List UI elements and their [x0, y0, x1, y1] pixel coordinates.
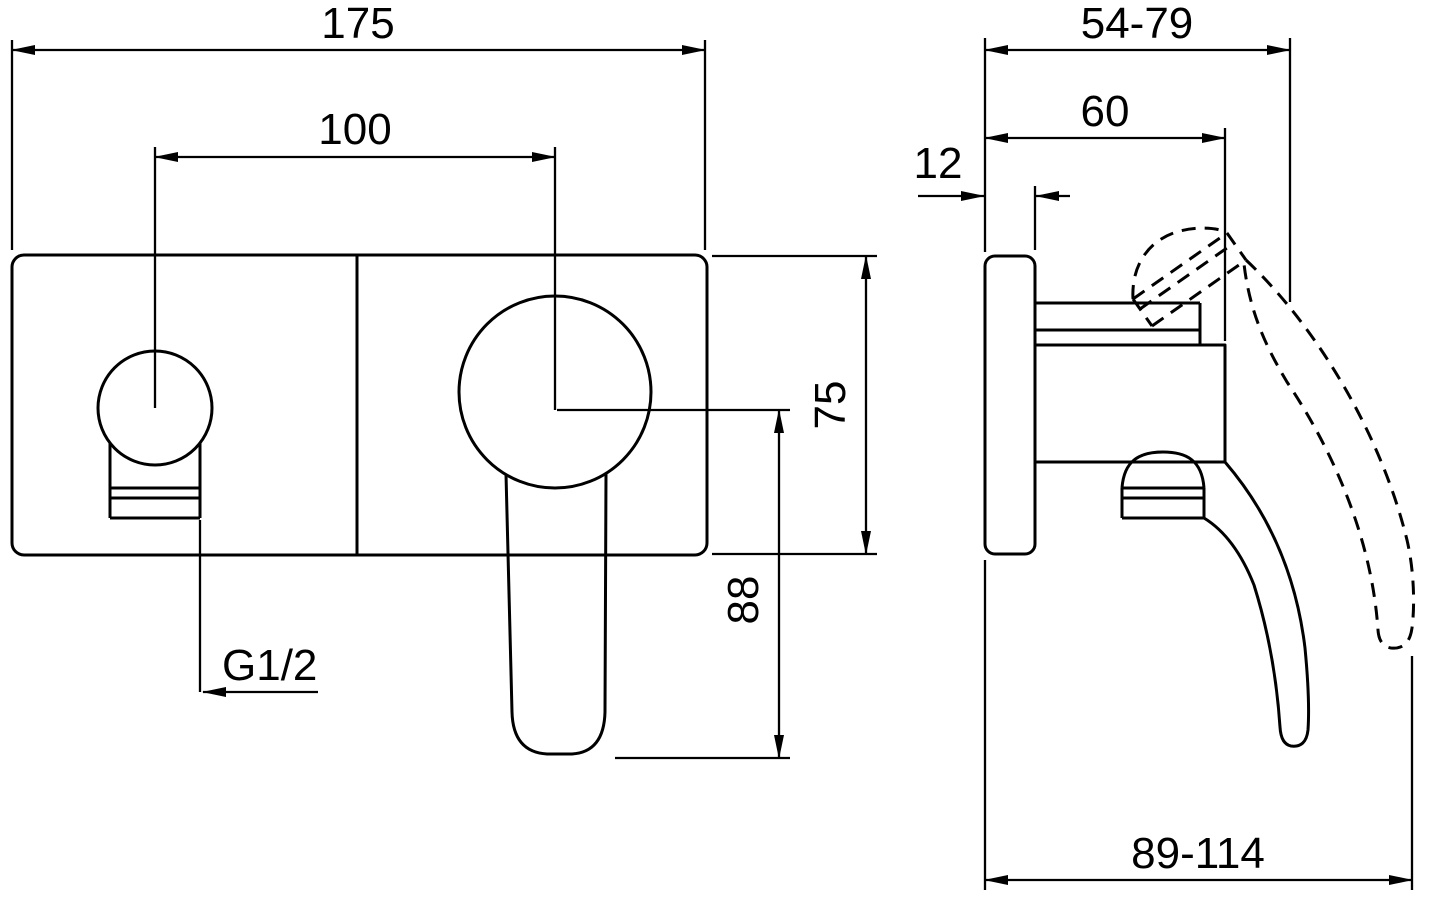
dim-label-overall-width: 175 [321, 0, 394, 48]
side-lever-solid [1203, 461, 1311, 748]
dim-depth-range-extension-lines [983, 38, 1292, 302]
thread-label: G1/2 [222, 641, 317, 690]
side-body-block [1035, 343, 1227, 464]
dim-overall-width-extension-lines [10, 40, 707, 250]
side-lever-raised-blade [1242, 258, 1416, 650]
dim-label-body-depth: 60 [1081, 87, 1130, 136]
spout-body [108, 443, 202, 520]
dim-label-lever-drop: 88 [719, 576, 768, 625]
dim-label-center-distance: 100 [318, 105, 391, 154]
dim-lever-drop-extension-lines [557, 408, 790, 760]
side-plate-outline [983, 254, 1037, 556]
side-lever-raised-hub-band [1131, 231, 1248, 328]
side-view-dimensions: 54-79 60 12 89-114 [914, 0, 1414, 890]
side-body-neck [1035, 301, 1202, 345]
side-lever-raised-hub-dome [1131, 226, 1228, 300]
thread-callout: G1/2 [198, 520, 318, 697]
dim-label-depth-range: 54-79 [1081, 0, 1194, 48]
dim-center-distance-extension-lines [153, 147, 557, 410]
dim-plate-height: 75 [712, 254, 877, 556]
front-view [10, 253, 709, 756]
dim-label-plate-height: 75 [806, 381, 855, 430]
side-hub-dome [1120, 450, 1206, 489]
dim-lever-drop: 88 [557, 408, 790, 760]
dim-depth-range: 54-79 [983, 0, 1292, 302]
side-hub-band [1120, 486, 1206, 520]
dim-label-reach-range: 89-114 [1131, 829, 1265, 878]
dim-reach-range-extension-lines [983, 560, 1414, 890]
dim-body-depth: 60 [984, 87, 1227, 341]
handle-lever-front [504, 472, 608, 756]
front-plate-outline [10, 253, 709, 557]
dim-center-distance: 100 [153, 105, 557, 410]
dim-plate-height-extension-lines [712, 254, 877, 556]
dim-plate-thickness: 12 [914, 139, 1070, 250]
front-view-dimensions: 175 100 75 88 G1/2 [10, 0, 877, 760]
side-lever-raised-dashed [1131, 226, 1416, 650]
dim-overall-width: 175 [10, 0, 707, 250]
dim-reach-range: 89-114 [983, 560, 1414, 890]
dim-label-plate-thickness: 12 [914, 139, 963, 188]
side-view [983, 226, 1416, 748]
